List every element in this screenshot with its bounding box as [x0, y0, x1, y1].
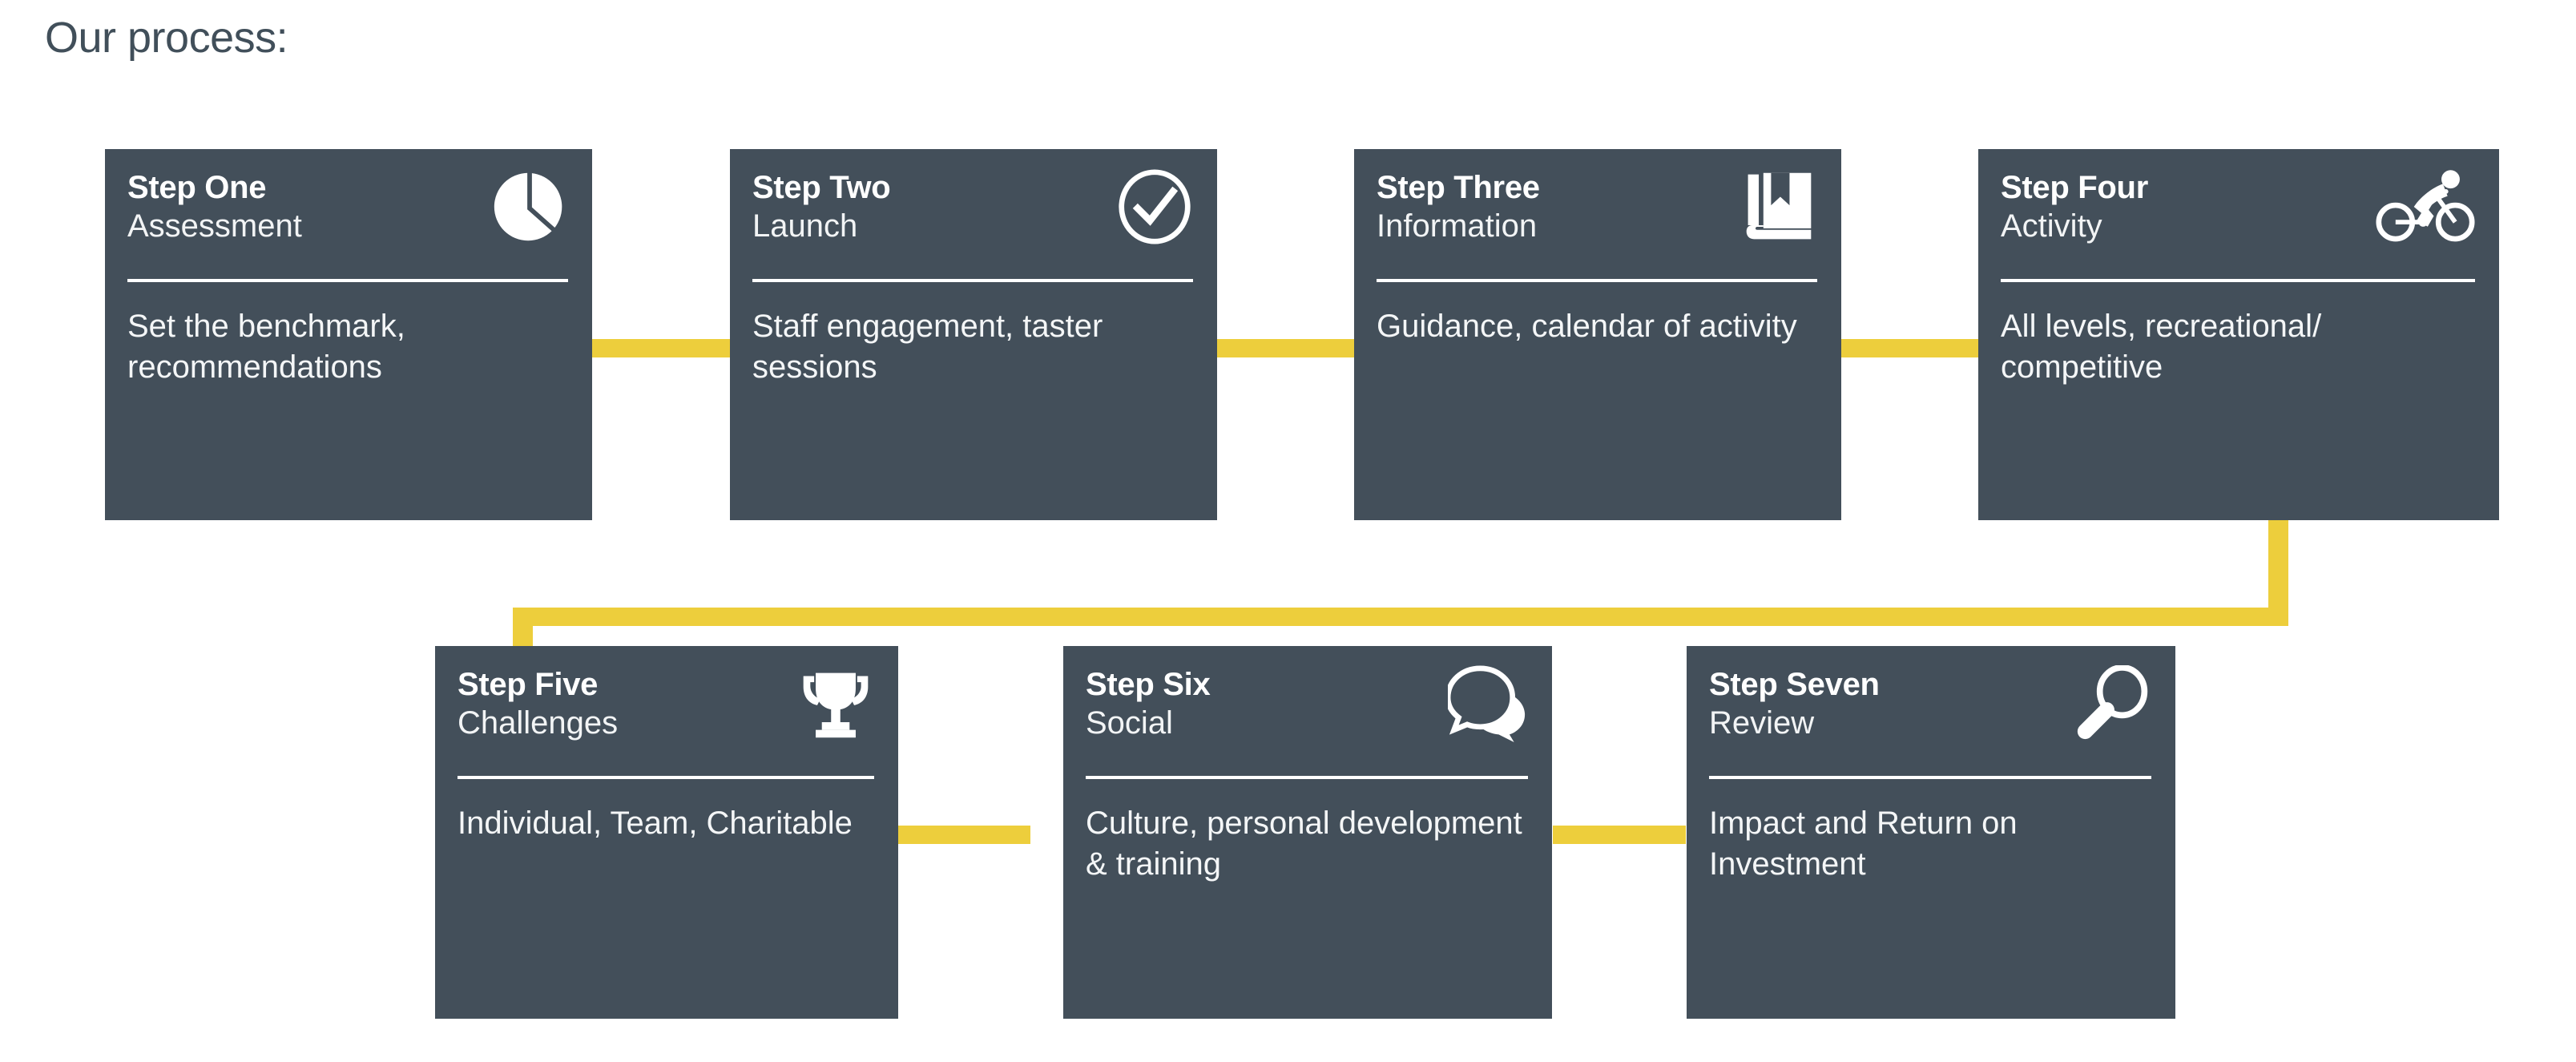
step-subtitle: Activity [2001, 208, 2102, 244]
card-divider [2001, 279, 2475, 282]
connector-step2-step3 [1216, 339, 1354, 357]
connector-step5-step6 [897, 826, 1030, 844]
book-bookmark-icon [1734, 168, 1817, 252]
step-card-five[interactable]: Step Five Challenges [435, 646, 898, 1019]
card-divider [458, 776, 874, 779]
card-divider [1377, 279, 1817, 282]
card-header: Step One Assessment [127, 170, 568, 264]
step-label: Step Three [1377, 170, 1540, 205]
step-description: Individual, Team, Charitable [458, 806, 853, 841]
connector-step1-step2 [592, 339, 730, 357]
speech-bubbles-icon [1445, 665, 1528, 749]
card-header: Step Five Challenges [458, 667, 874, 761]
step-subtitle: Challenges [458, 705, 619, 741]
card-header: Step Seven Review [1709, 665, 2151, 761]
card-header: Step Six Social [1086, 665, 1528, 761]
step-label: Step Seven [1709, 667, 1880, 702]
card-divider [1086, 776, 1528, 779]
card-header: Step Four Activity [2001, 170, 2475, 264]
card-divider [752, 279, 1193, 282]
connector-step6-step7 [1553, 826, 1686, 844]
pie-chart-icon [485, 168, 568, 252]
card-header: Step Two Launch [752, 168, 1193, 264]
step-label: Step Six [1086, 667, 1211, 702]
step-description: Culture, personal development & training [1086, 806, 1522, 882]
connector-down-step5 [513, 608, 533, 649]
magnifier-icon [2068, 665, 2151, 749]
step-subtitle: Review [1709, 705, 1815, 741]
connector-row-bridge [513, 608, 2288, 626]
step-card-two[interactable]: Step Two Launch Staff engagement, taster… [730, 149, 1217, 520]
step-description: Guidance, calendar of activity [1377, 309, 1797, 344]
step-card-seven[interactable]: Step Seven Review Impact and Return on I… [1687, 646, 2175, 1019]
card-header: Step Three Information [1377, 170, 1817, 264]
step-card-one[interactable]: Step One Assessment Set the benchmark, r… [105, 149, 592, 520]
step-label: Step Five [458, 667, 599, 702]
step-label: Step One [127, 170, 267, 205]
step-description: Impact and Return on Investment [1709, 806, 2018, 882]
cyclist-icon [2372, 168, 2475, 252]
check-circle-icon [1110, 168, 1193, 252]
step-card-six[interactable]: Step Six Social Culture, personal develo… [1063, 646, 1552, 1019]
step-subtitle: Social [1086, 705, 1173, 741]
step-label: Step Four [2001, 170, 2148, 205]
step-description: All levels, recreational/ competitive [2001, 309, 2322, 386]
card-divider [1709, 776, 2151, 779]
step-card-three[interactable]: Step Three Information Guidance, calenda… [1354, 149, 1841, 520]
page-title: Our process: [45, 14, 288, 62]
trophy-icon [791, 665, 874, 749]
step-description: Set the benchmark, recommendations [127, 309, 405, 386]
card-divider [127, 279, 568, 282]
step-subtitle: Launch [752, 208, 858, 244]
step-subtitle: Assessment [127, 208, 302, 244]
step-card-four[interactable]: Step Four Activity [1978, 149, 2499, 520]
step-subtitle: Information [1377, 208, 1538, 244]
step-label: Step Two [752, 170, 891, 205]
connector-step3-step4 [1840, 339, 1978, 357]
step-description: Staff engagement, taster sessions [752, 309, 1103, 386]
